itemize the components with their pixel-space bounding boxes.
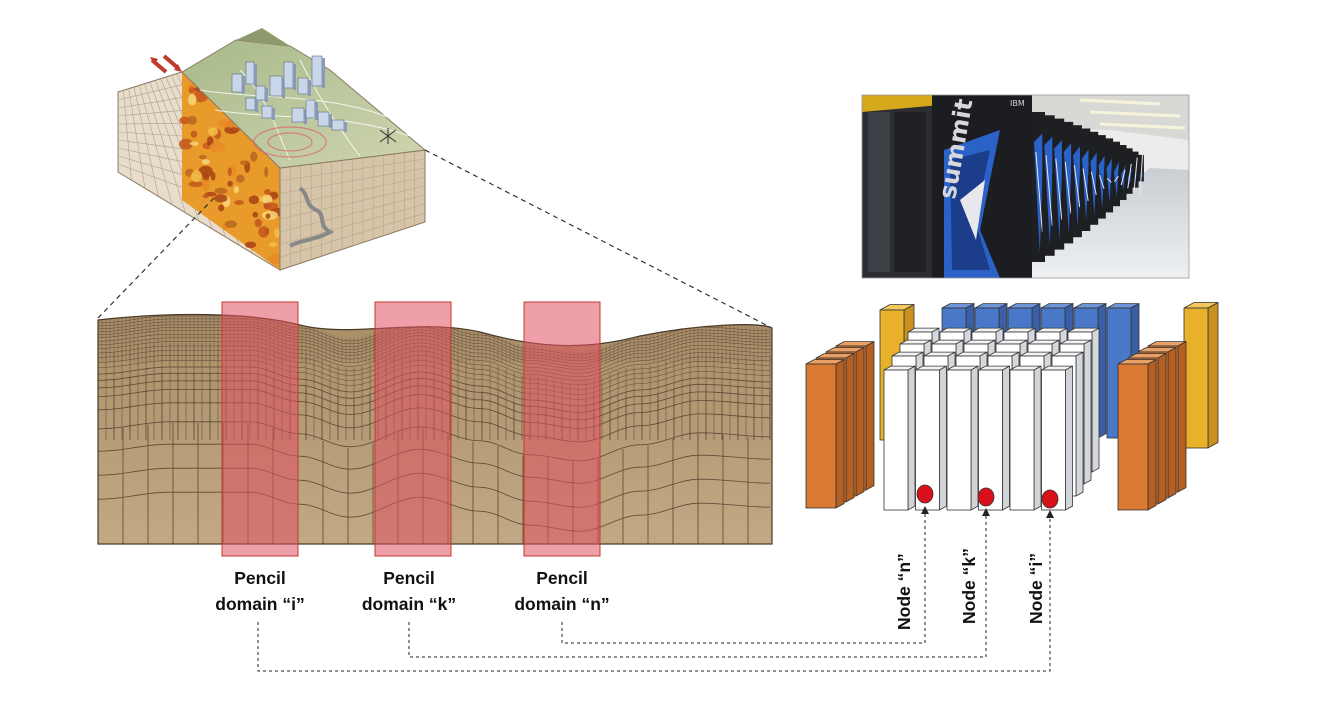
node-labels: Node “n” Node “k” Node “i” [894,548,1046,630]
cluster-schematic [805,301,1219,511]
node-markers [916,484,1059,509]
domain-to-node-connectors [257,510,1051,672]
pencil-domain-k-box [374,301,452,557]
pencil-domain-n-box [523,301,601,557]
node-k-marker [977,487,995,507]
pencil-domain-i-box [221,301,299,557]
pencil-domain-overlays [221,301,601,557]
pencil-n-line2: domain “n” [514,594,609,614]
supercomputer-photo: summit IBM [862,95,1189,278]
pencil-i-line1: Pencil [234,568,286,588]
node-k-label: Node “k” [959,548,979,624]
pencil-k-line1: Pencil [383,568,435,588]
pencil-n-line1: Pencil [536,568,588,588]
photo-vendor-text: IBM [1010,99,1025,108]
zoom-guide-lines [97,149,773,329]
node-n-label: Node “n” [894,553,914,630]
pencil-k-line2: domain “k” [362,594,456,614]
pencil-i-line2: domain “i” [215,594,304,614]
pencil-domain-labels: Pencil domain “i” Pencil domain “k” Penc… [215,568,609,614]
node-i-label: Node “i” [1026,553,1046,624]
connector-arrowheads [921,506,1054,518]
node-n-marker [916,484,934,504]
node-i-marker [1041,489,1059,509]
seismometer-icon [379,128,397,144]
fault-slip-arrows-icon [150,54,182,74]
earthquake-block-illustration [117,28,427,271]
